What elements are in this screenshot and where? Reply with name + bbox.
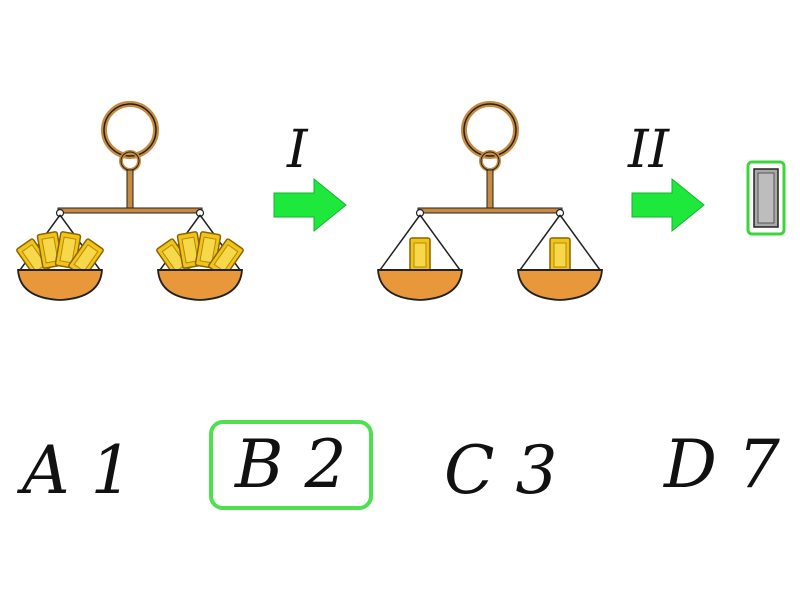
option-letter: B — [235, 426, 284, 503]
right-pan — [155, 230, 245, 301]
option-a[interactable]: A 1 — [22, 438, 133, 504]
step-label-2: II — [628, 120, 670, 180]
option-value: 7 — [737, 426, 780, 503]
option-value: 3 — [515, 432, 558, 509]
option-letter: A — [22, 432, 70, 509]
option-value: 2 — [304, 426, 347, 503]
option-b-selected[interactable]: B 2 — [209, 420, 373, 510]
left-pan — [15, 230, 105, 301]
right-pan — [517, 237, 603, 301]
option-letter: C — [444, 432, 495, 509]
option-c[interactable]: C 3 — [444, 438, 557, 504]
gold-card-icon — [549, 237, 571, 273]
balance-scale-icon — [377, 104, 603, 301]
option-value: 1 — [90, 432, 133, 509]
option-d[interactable]: D 7 — [664, 432, 780, 498]
option-letter: D — [664, 426, 717, 503]
step-label-1: I — [287, 120, 308, 180]
arrow-right-icon — [273, 178, 347, 232]
arrow-right-icon — [631, 178, 705, 232]
balance-scale-icon — [15, 104, 245, 301]
gray-bar-icon — [746, 160, 786, 236]
left-pan — [377, 237, 463, 301]
gold-card-icon — [409, 237, 431, 273]
